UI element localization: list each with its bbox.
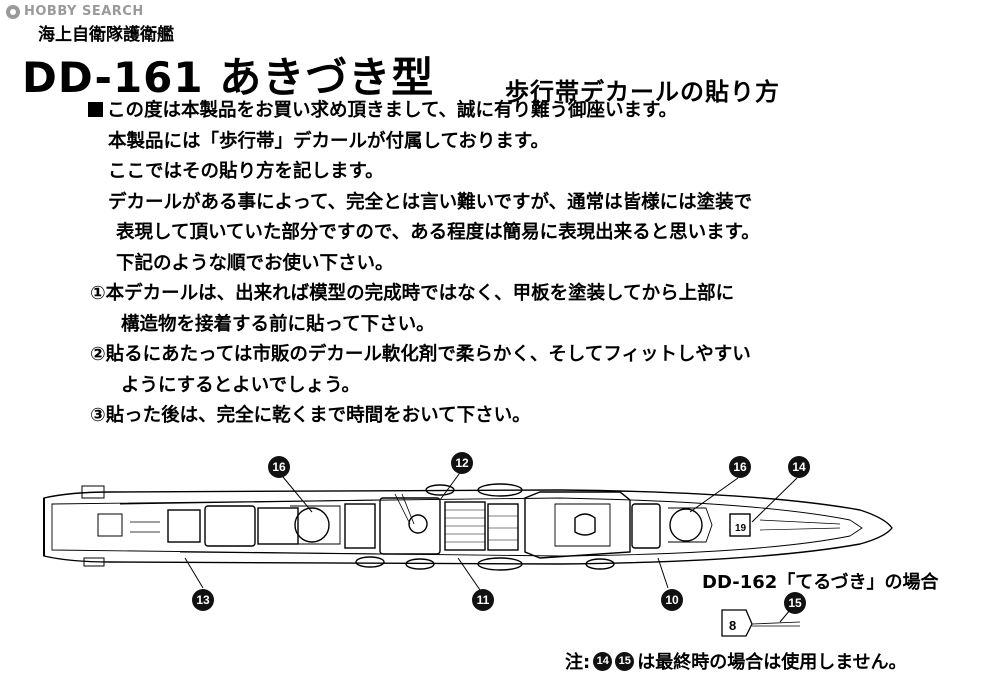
hull-number-marking: 19 (735, 523, 747, 534)
page-subtitle: 歩行帯デカールの貼り方 (505, 78, 780, 106)
page-title: DD-161 あきづき型 (22, 53, 435, 102)
callout-15: 15 (784, 592, 806, 614)
intro-line-6: 下記のような順でお使い下さい。 (116, 252, 394, 274)
intro-line-2: 本製品には「歩行帯」デカールが付属しております。 (108, 130, 550, 152)
hobby-search-watermark: HOBBY SEARCH (6, 4, 144, 19)
usage-note: 注: 14 15 は最終時の場合は使用しません。 (565, 648, 907, 674)
step-3-line-1: ③貼った後は、完全に乾くまで時間をおいて下さい。 (90, 405, 531, 426)
step-1-line-1: ①本デカールは、出来れば模型の完成時ではなく、甲板を塗装してから上部に (90, 283, 735, 304)
variant-marking-diagram: 8 (721, 609, 801, 637)
callout-12: 12 (451, 452, 473, 474)
note-prefix: 注: (565, 652, 591, 673)
step-2-line-2: ようにするとよいでしょう。 (121, 374, 361, 396)
instructions-text: この度は本製品をお買い求め頂きまして、誠に有り難う御座います。 本製品には「歩行… (88, 96, 760, 432)
watermark-text: HOBBY SEARCH (24, 4, 144, 19)
intro-line-4: デカールがある事によって、完全とは言い難いですが、通常は皆様には塗装で (108, 191, 753, 213)
square-bullet-icon (88, 102, 103, 117)
callout-16-rear: 16 (268, 456, 290, 478)
ship-deck-diagram: 19 (43, 469, 893, 591)
watermark-logo-icon (6, 4, 20, 19)
category-label: 海上自衛隊護衛艦 (38, 25, 174, 45)
hull-outline (43, 489, 893, 565)
step-2-line-1: ②貼るにあたっては市販のデカール軟化剤で柔らかく、そしてフィットしやすい (90, 344, 751, 365)
callout-14: 14 (788, 456, 810, 478)
svg-text:8: 8 (729, 618, 736, 633)
note-ref-14: 14 (593, 651, 613, 671)
intro-line-1: この度は本製品をお買い求め頂きまして、誠に有り難う御座います。 (88, 96, 760, 127)
note-text: は最終時の場合は使用しません。 (637, 652, 907, 673)
note-ref-15: 15 (615, 651, 635, 671)
step-1-line-2: 構造物を接着する前に貼って下さい。 (121, 313, 435, 335)
callout-13: 13 (192, 589, 214, 611)
callout-16-forward: 16 (729, 456, 751, 478)
variant-label: DD-162「てるづき」の場合 (702, 572, 939, 593)
callout-10: 10 (661, 589, 683, 611)
intro-line-5: 表現して頂いていた部分ですので、ある程度は簡易に表現出来ると思います。 (116, 222, 760, 243)
intro-text-1: この度は本製品をお買い求め頂きまして、誠に有り難う御座います。 (107, 100, 678, 121)
hull-inner-outline (51, 497, 863, 557)
intro-line-3: ここではその貼り方を記します。 (108, 161, 384, 182)
callout-11: 11 (472, 589, 494, 611)
